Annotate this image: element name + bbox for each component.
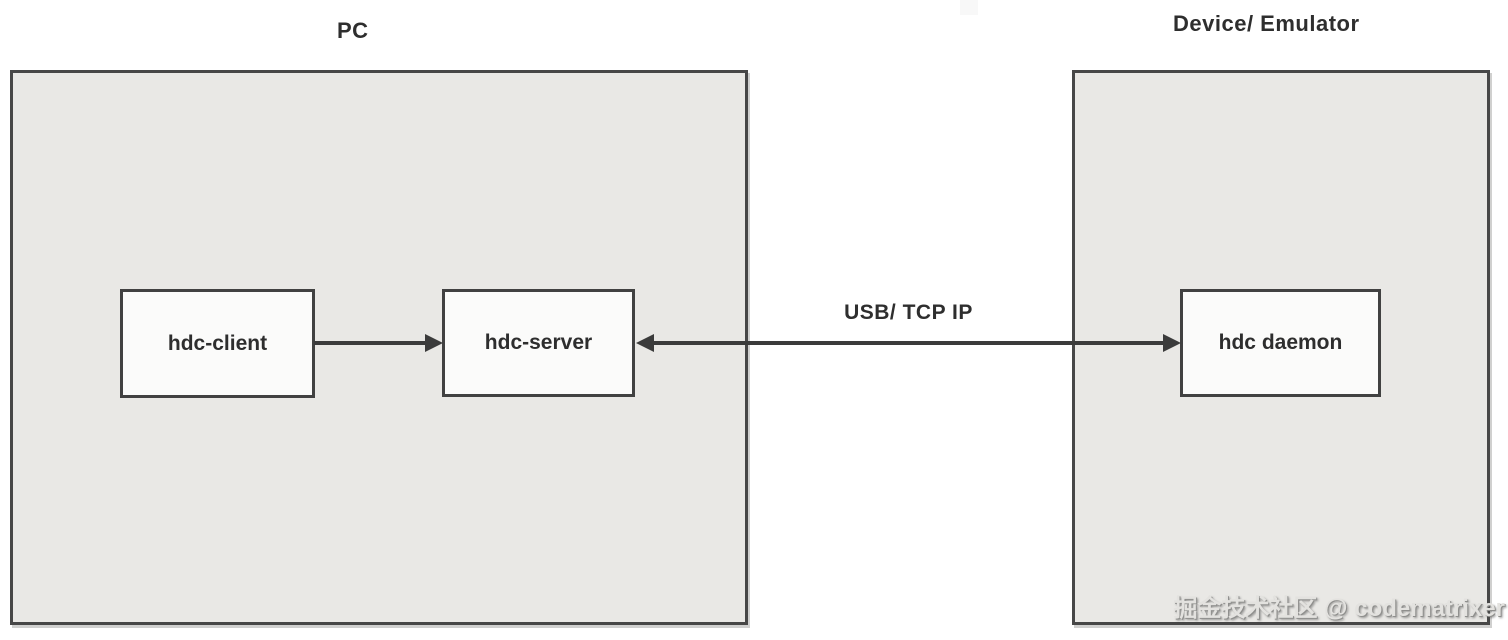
- group-label-device: Device/ Emulator: [1173, 11, 1360, 36]
- arrowhead-right-icon: [1163, 334, 1181, 352]
- arrowhead-left-icon: [636, 334, 654, 352]
- edge-label-usb-tcp-ip: USB/ TCP IP: [844, 301, 973, 324]
- group-label-pc: PC: [337, 18, 369, 43]
- node-hdc-client: hdc-client: [120, 289, 315, 398]
- arrowhead-right-icon: [425, 334, 443, 352]
- node-hdc-daemon: hdc daemon: [1180, 289, 1381, 397]
- node-hdc-daemon-label: hdc daemon: [1218, 331, 1343, 354]
- arrow-server-to-daemon-line: [650, 341, 1167, 345]
- arrow-client-to-server-line: [314, 341, 426, 345]
- node-hdc-client-label: hdc-client: [167, 331, 268, 355]
- node-hdc-server-label: hdc-server: [484, 331, 593, 354]
- scan-artifact: [960, 0, 978, 15]
- watermark: 掘金技术社区 @ codematrixer: [1173, 595, 1505, 622]
- node-hdc-server: hdc-server: [442, 289, 635, 397]
